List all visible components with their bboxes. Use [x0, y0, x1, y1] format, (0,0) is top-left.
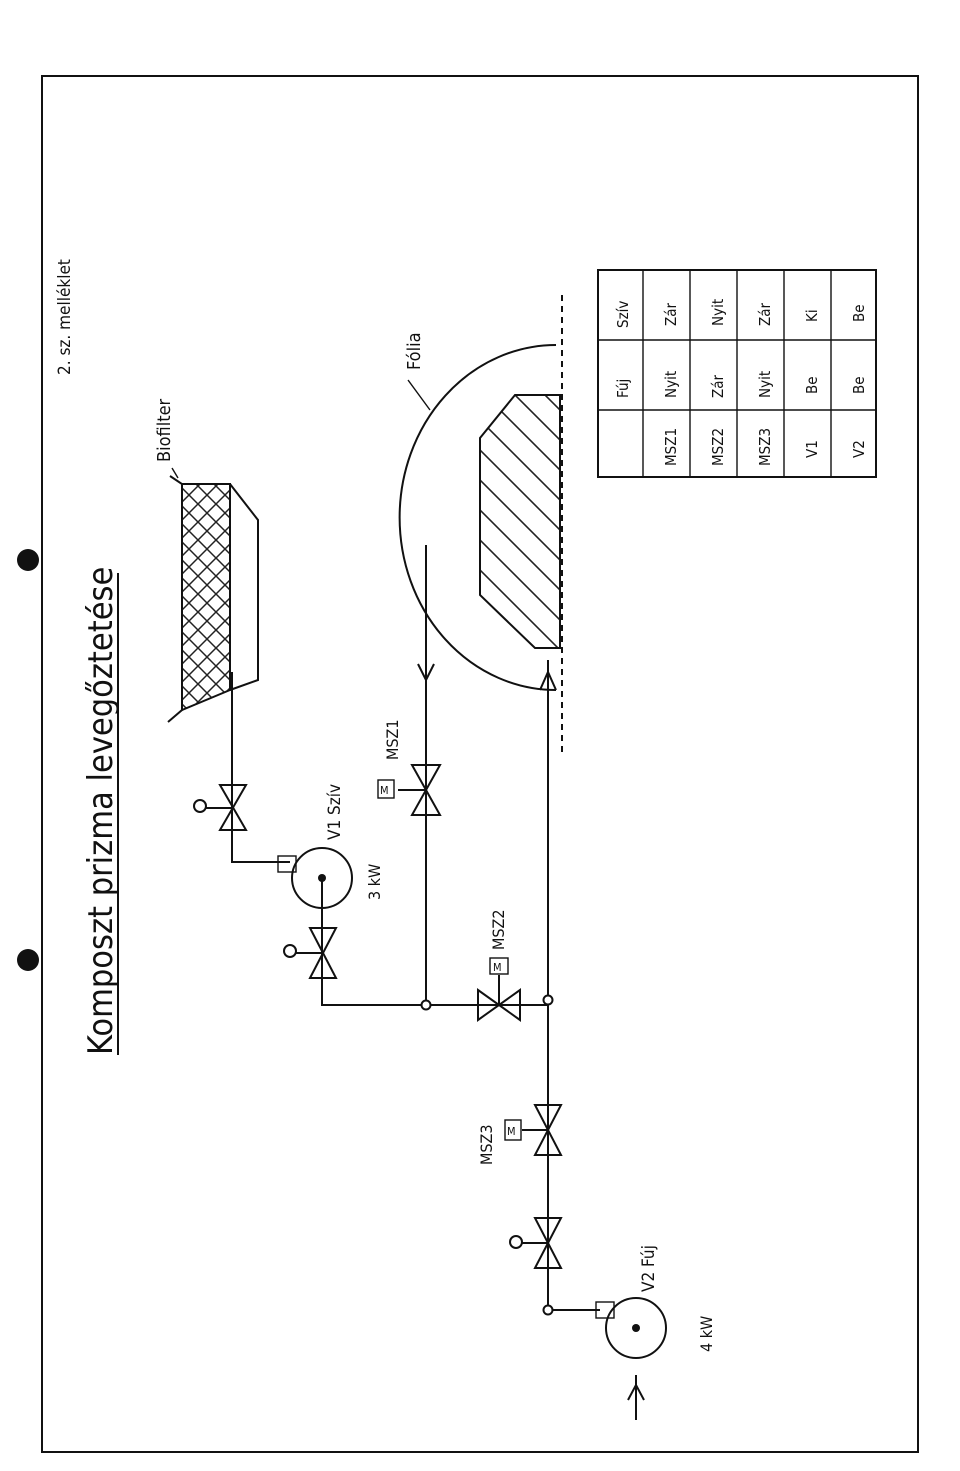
binder-hole-bottom — [17, 949, 39, 971]
foil-cover — [398, 344, 557, 691]
manual-valve-biofilter — [193, 784, 248, 831]
page-title: Komposzt prizma levegőztetése — [81, 567, 121, 1055]
table-row-1-blow: Nyit — [662, 371, 680, 398]
pipework — [231, 545, 637, 1420]
biofilter-label: Biofilter — [154, 398, 175, 462]
table-row-3-name: MSZ3 — [756, 428, 774, 466]
manual-valve-v1-outlet — [283, 927, 338, 979]
msz1-label: MSZ1 — [383, 719, 402, 760]
table-row-3-blow: Nyit — [756, 371, 774, 398]
msz2-motor-label: M — [493, 961, 502, 974]
foil-label: Fólia — [404, 332, 425, 370]
table-row-5-blow: Be — [850, 376, 868, 394]
flow-arrow-into-pile — [417, 663, 435, 683]
fan-v1-power: 3 kW — [365, 864, 384, 900]
annex-label: 2. sz. melléklet — [55, 259, 75, 375]
compost-pile — [479, 394, 561, 649]
table-row-2-suck: Nyit — [709, 299, 727, 326]
fan-v1 — [277, 847, 353, 909]
fan-v2-label: V2 Fúj — [639, 1245, 659, 1292]
flow-arrow-inlet — [627, 1382, 645, 1401]
table-row-1-name: MSZ1 — [662, 428, 680, 466]
title-group: Komposzt prizma levegőztetése — [81, 567, 121, 1055]
fan-v2-power: 4 kW — [697, 1316, 716, 1352]
manual-valve-v2 — [509, 1217, 563, 1269]
msz3-label: MSZ3 — [477, 1124, 496, 1165]
table-row-2-name: MSZ2 — [709, 428, 727, 466]
biofilter — [167, 475, 259, 723]
table-row-1-suck: Zár — [662, 302, 680, 326]
table-row-2-blow: Zár — [709, 374, 727, 398]
table-header-blow: Fúj — [614, 379, 632, 398]
table-row-3-suck: Zár — [756, 302, 774, 326]
table-row-5-suck: Be — [850, 304, 868, 322]
fan-v2 — [595, 1297, 667, 1359]
table-row-4-suck: Ki — [803, 309, 821, 322]
motor-valve-msz2: M — [477, 957, 521, 1022]
binder-hole-top — [17, 549, 39, 571]
control-table — [597, 269, 877, 478]
msz1-motor-label: M — [380, 784, 389, 797]
flow-arrow-out-pile — [539, 669, 557, 691]
msz3-motor-label: M — [507, 1125, 516, 1138]
msz2-label: MSZ2 — [489, 909, 508, 950]
motor-valve-msz3: M — [504, 1104, 563, 1156]
fan-v1-label: V1 Szív — [325, 784, 345, 840]
motor-valve-msz1: M — [377, 764, 442, 816]
table-header-suck: Szív — [614, 301, 632, 328]
table-row-5-name: V2 — [850, 440, 868, 458]
table-row-4-name: V1 — [803, 440, 821, 458]
page-frame — [41, 75, 919, 1453]
table-row-4-blow: Be — [803, 376, 821, 394]
